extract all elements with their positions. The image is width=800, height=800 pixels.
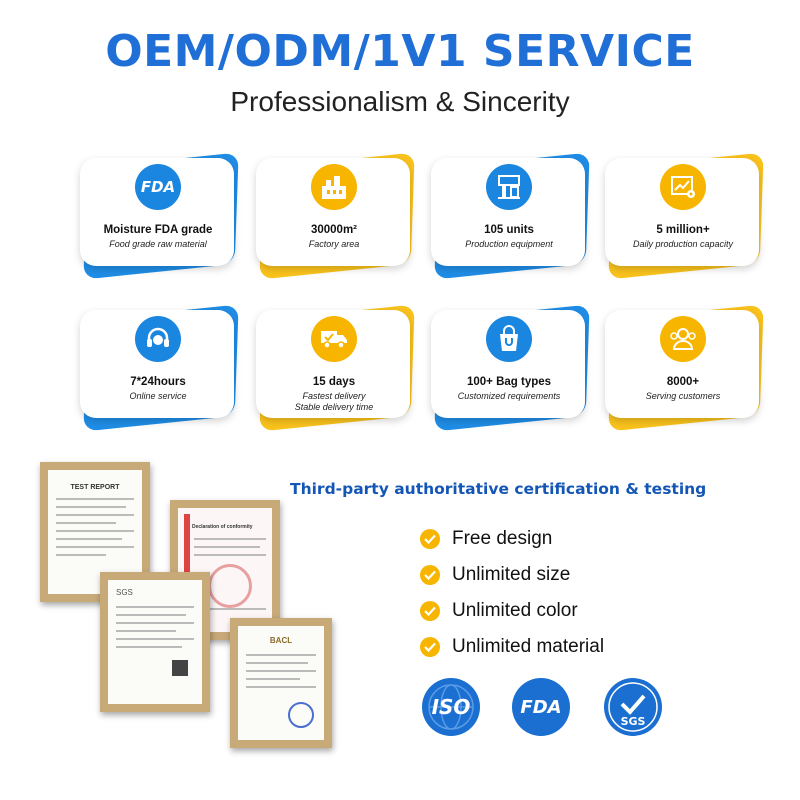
certification-heading: Third-party authoritative certification … <box>290 480 707 498</box>
certificate-title: TEST REPORT <box>70 484 120 491</box>
feature-card-customers: 8000+ Serving customers <box>597 302 767 432</box>
feature-title: Moisture FDA grade <box>103 224 213 236</box>
customers-icon <box>660 316 706 362</box>
certificate-test-report: TEST REPORT <box>40 462 150 602</box>
feature-subtitle: Food grade raw material <box>109 239 207 249</box>
check-icon <box>420 637 440 657</box>
feature-list-label: Unlimited color <box>452 600 578 621</box>
feature-subtitle: Factory area <box>308 239 360 249</box>
fda-logo: FDA <box>512 678 570 736</box>
feature-list-item: Free design <box>420 528 552 550</box>
feature-subtitle: Production equipment <box>465 239 553 249</box>
feature-subtitle: Daily production capacity <box>632 239 734 249</box>
feature-list-item: Unlimited size <box>420 564 570 586</box>
feature-card-equipment: 105 units Production equipment <box>423 150 593 280</box>
fda-icon: FDA <box>135 164 181 210</box>
feature-subtitle: Serving customers <box>645 391 721 401</box>
feature-title: 15 days <box>312 376 356 388</box>
factory-icon <box>311 164 357 210</box>
feature-title: 7*24hours <box>130 376 186 388</box>
feature-title: 5 million+ <box>656 224 710 236</box>
feature-list-item: Unlimited material <box>420 636 604 658</box>
headset-icon <box>135 316 181 362</box>
feature-card-bags: 100+ Bag types Customized requirements <box>423 302 593 432</box>
capacity-chart-icon <box>660 164 706 210</box>
feature-subtitle: Online service <box>129 391 187 401</box>
truck-icon <box>311 316 357 362</box>
feature-list-label: Free design <box>452 528 553 549</box>
check-icon <box>420 601 440 621</box>
bag-icon <box>486 316 532 362</box>
check-icon <box>420 529 440 549</box>
feature-subtitle: Customized requirements <box>457 391 561 401</box>
machine-icon <box>486 164 532 210</box>
feature-list-item: Unlimited color <box>420 600 578 622</box>
iso-logo: ISO <box>422 678 480 736</box>
certificate-title: BACL <box>269 636 293 645</box>
feature-list-label: Unlimited material <box>452 636 605 657</box>
certificate-bacl: BACL <box>230 618 332 748</box>
certificate-sgs: SGS <box>100 572 210 712</box>
feature-card-fda: FDA Moisture FDA grade Food grade raw ma… <box>72 150 242 280</box>
feature-title: 30000m² <box>310 224 358 236</box>
page-title: OEM/ODM/1V1 SERVICE <box>105 26 695 77</box>
feature-title: 8000+ <box>666 376 700 388</box>
feature-list-label: Unlimited size <box>452 564 571 585</box>
feature-card-factory: 30000m² Factory area <box>248 150 418 280</box>
feature-card-service: 7*24hours Online service <box>72 302 242 432</box>
feature-card-capacity: 5 million+ Daily production capacity <box>597 150 767 280</box>
feature-title: 105 units <box>484 224 534 236</box>
check-icon <box>420 565 440 585</box>
sgs-logo: SGS <box>604 678 662 736</box>
certificate-title: SGS <box>116 588 133 597</box>
page-subtitle: Professionalism & Sincerity <box>230 86 570 117</box>
feature-title: 100+ Bag types <box>466 376 552 388</box>
certificate-title: Declaration of conformity <box>192 524 253 530</box>
